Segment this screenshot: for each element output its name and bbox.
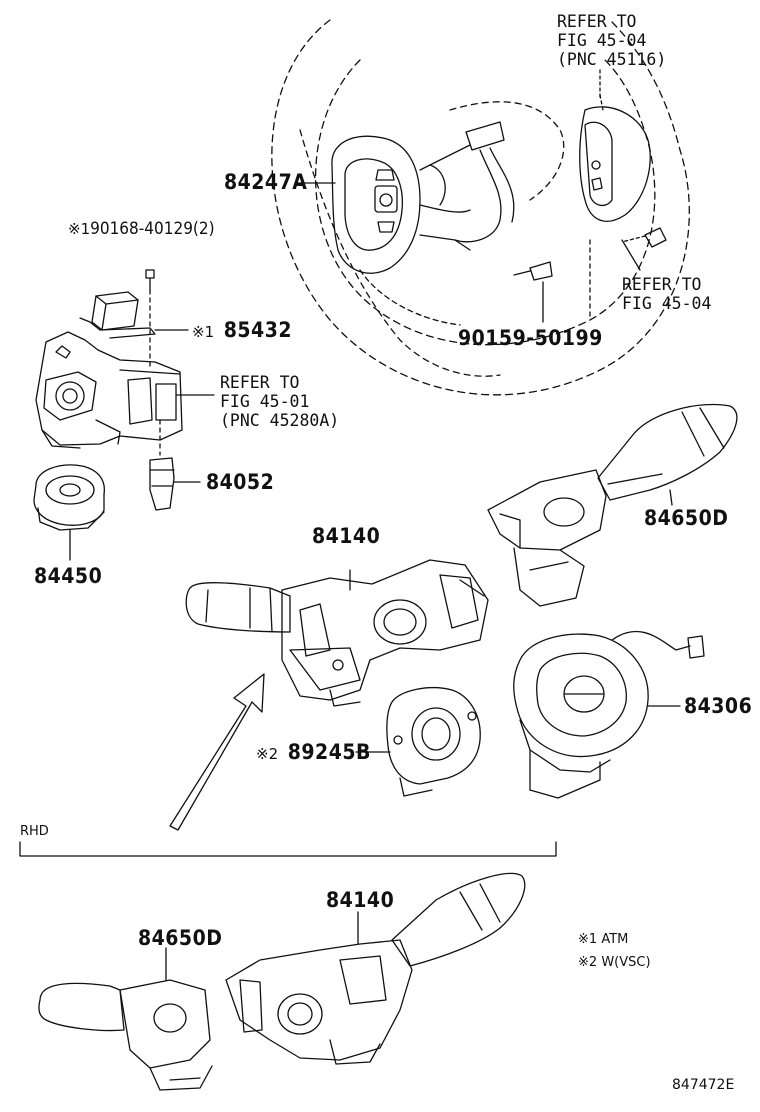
relay-label[interactable]: ※1 85432 [192, 320, 292, 341]
legend-text-2: W(VSC) [601, 955, 651, 970]
note-mark-1-relay: ※1 [192, 323, 215, 341]
part-90168-40129-label: 90168-40129(2) [90, 219, 215, 239]
steering-wheel-drawing [271, 19, 690, 396]
part-84052-label[interactable]: 84052 [206, 470, 275, 494]
part-84140-label-rhd[interactable]: 84140 [326, 888, 395, 912]
steering-sensor-drawing [355, 687, 481, 797]
part-84306-label[interactable]: 84306 [684, 694, 753, 718]
rhd-combination-switch-drawing [225, 872, 526, 1065]
ref-fig-45-04-pnc-45116[interactable]: REFER TO FIG 45-04 (PNC 45116) [557, 12, 667, 69]
ref-fig-45-04[interactable]: REFER TO FIG 45-04 [622, 275, 712, 313]
part-84650d-label-rhd[interactable]: 84650D [138, 926, 223, 950]
rhd-wiper-switch-drawing [38, 947, 213, 1091]
direction-arrow [169, 673, 265, 831]
screw-note-label[interactable]: ※190168-40129(2) [68, 221, 215, 238]
part-84450-label[interactable]: 84450 [34, 564, 103, 588]
combination-switch-drawing [185, 559, 489, 707]
sensor-label[interactable]: ※2 89245B [256, 742, 371, 763]
spiral-cable-drawing [513, 630, 705, 799]
rhd-section-bracket [19, 841, 557, 857]
ref-fig-45-01-pnc-45280a[interactable]: REFER TO FIG 45-01 (PNC 45280A) [220, 373, 340, 430]
lock-assembly-drawing [33, 269, 215, 561]
legend-item-2: ※2 W(VSC) [578, 956, 651, 969]
part-84140-label-top[interactable]: 84140 [312, 524, 381, 548]
note-mark-2-sensor: ※2 [256, 745, 279, 763]
legend-text-1: ATM [601, 932, 629, 947]
part-84650d-label-top[interactable]: 84650D [644, 506, 729, 530]
rhd-section-label: RHD [20, 824, 49, 839]
part-84247a-label[interactable]: 84247A [224, 170, 308, 194]
illustration-code: 847472E [672, 1077, 735, 1093]
legend-mark-1: ※1 [578, 932, 598, 947]
part-85432-label: 85432 [223, 318, 292, 342]
legend-mark-2: ※2 [578, 955, 598, 970]
part-90159-50199-label[interactable]: 90159-50199 [458, 326, 603, 350]
legend-item-1: ※1 ATM [578, 933, 628, 946]
part-89245b-label: 89245B [287, 740, 371, 764]
wiper-switch-drawing [487, 403, 738, 607]
note-mark-1: ※1 [68, 220, 91, 238]
